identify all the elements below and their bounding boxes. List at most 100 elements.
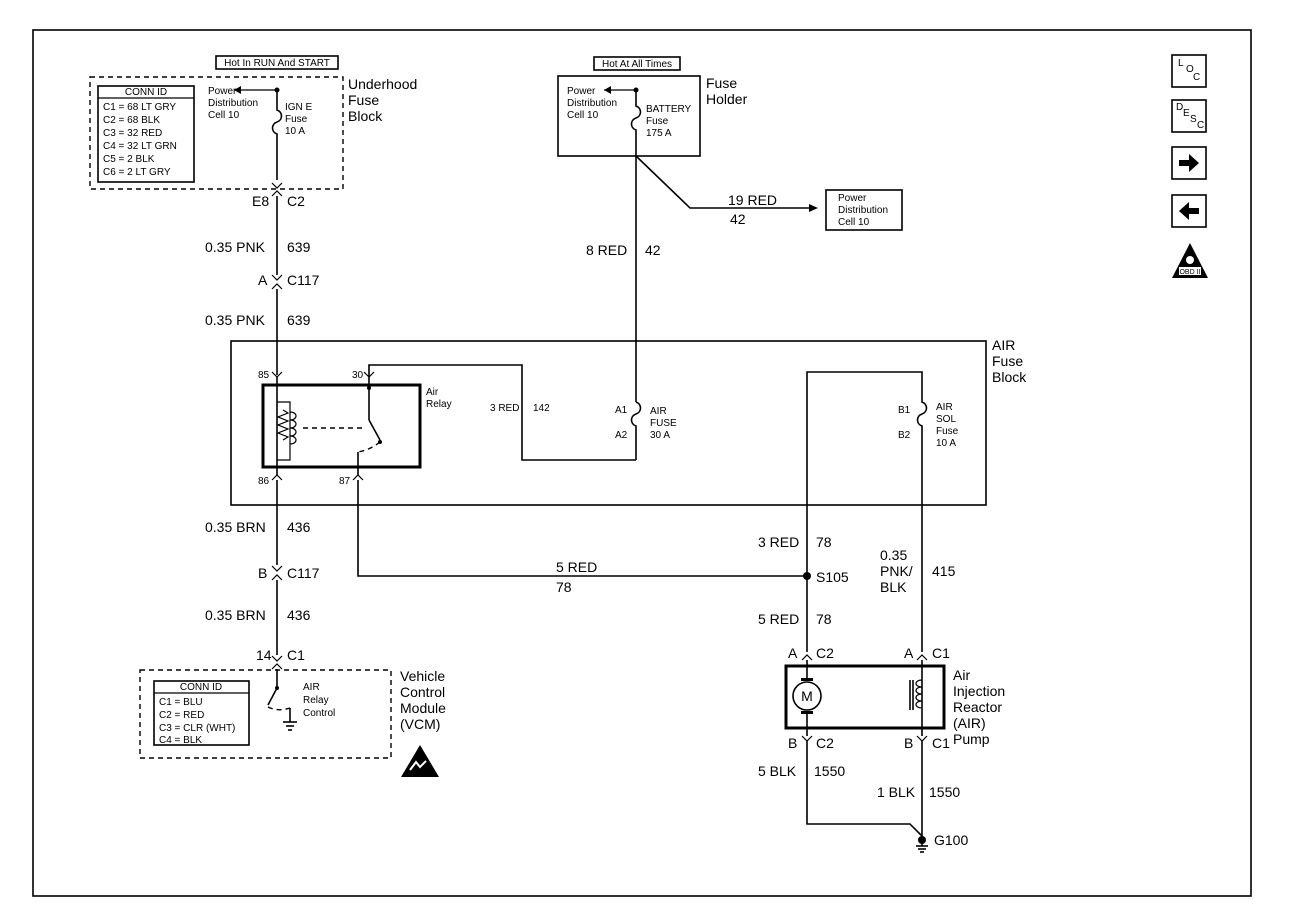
ign-fuse-label: Fuse	[285, 114, 308, 125]
fuse-holder: Hot At All Times Fuse Holder Power Distr…	[557, 56, 748, 157]
conn-id-row: C2 = RED	[159, 710, 204, 721]
wire-size-label: 3 RED	[490, 403, 519, 414]
connector-label: C2	[816, 645, 834, 661]
air-pump-label: (AIR)	[953, 715, 986, 731]
fuse-holder-label: Fuse	[706, 75, 737, 91]
air-fuse-label: FUSE	[650, 418, 677, 429]
conn-id-row: C5 = 2 BLK	[103, 154, 155, 165]
previous-page-button[interactable]	[1171, 194, 1207, 228]
air-injection-pump: A C2 A C1 M Air Injection Reactor (AIR) …	[784, 645, 1005, 751]
conn-id-row: C4 = BLK	[159, 735, 202, 746]
pin-label: B	[258, 565, 267, 581]
wire-size-label: 8 RED	[586, 242, 627, 258]
connector-label: C2	[816, 735, 834, 751]
wire-circuit-label: 639	[287, 312, 311, 328]
pd-cell-box	[825, 189, 903, 231]
wire-circuit-label: 42	[645, 242, 661, 258]
description-button[interactable]: D E S C	[1171, 99, 1207, 133]
air-fuse-block-label: AIR	[992, 337, 1015, 353]
pd-cell-label: Cell 10	[567, 110, 599, 121]
wire-size-label: BLK	[880, 579, 907, 595]
vcm-label: Module	[400, 700, 446, 716]
vehicle-control-module: Vehicle Control Module (VCM) CONN ID C1 …	[139, 668, 446, 777]
next-page-button[interactable]	[1171, 146, 1207, 180]
conn-id-row: C2 = 68 BLK	[103, 115, 160, 126]
air-sol-fuse-label: Fuse	[936, 426, 959, 437]
wire-circuit-label: 78	[816, 611, 832, 627]
wire-circuit-label: 78	[556, 579, 572, 595]
relay-pin-label: 30	[352, 370, 364, 381]
connector-label: C1	[932, 645, 950, 661]
connector-c117-b: B C117	[258, 565, 320, 581]
pd-cell-label: Distribution	[838, 205, 888, 216]
hot-run-start-label-box	[215, 55, 339, 70]
pd-cell-label: Cell 10	[208, 110, 240, 121]
underhood-dashed-outline	[89, 76, 344, 190]
air-pump-box	[784, 664, 946, 730]
hot-all-times-label: Hot At All Times	[602, 59, 672, 70]
pin-label: B2	[898, 430, 911, 441]
air-fuse-label: 30 A	[650, 430, 670, 441]
wire-circuit-label: 78	[816, 534, 832, 550]
underhood-label-1: Underhood	[348, 76, 417, 92]
vcm-dashed-outline	[139, 669, 392, 759]
loc-letter: C	[1193, 72, 1200, 83]
conn-id-row: C1 = 68 LT GRY	[103, 102, 176, 113]
wire-78-5-red	[357, 480, 807, 577]
arrow-right-icon	[1179, 154, 1199, 172]
pin-label: B1	[898, 405, 911, 416]
air-sol-fuse-label: 10 A	[936, 438, 956, 449]
wire-size-label: 5 BLK	[758, 763, 797, 779]
wire-size-label: 0.35 PNK	[205, 239, 266, 255]
air-fuse-block-label: Block	[992, 369, 1027, 385]
vcm-label: (VCM)	[400, 716, 440, 732]
underhood-fuse-block: Hot In RUN And START Underhood Fuse Bloc…	[89, 55, 417, 190]
wire-size-label: 5 RED	[556, 559, 597, 575]
location-button[interactable]: L O C	[1171, 54, 1207, 88]
fuse-holder-box	[557, 75, 701, 157]
wire-air-sol	[806, 371, 928, 652]
wire-size-label: 19 RED	[728, 192, 777, 208]
pin-label: 14	[256, 647, 272, 663]
air-sol-fuse-label: SOL	[936, 414, 956, 425]
wire-circuit-label: 42	[730, 211, 746, 227]
diagram-frame	[32, 29, 1252, 897]
wire-size-label: 0.35 BRN	[205, 519, 266, 535]
obd-ii-button[interactable]: OBD II	[1172, 243, 1208, 278]
air-sol-fuse-label: AIR	[936, 402, 953, 413]
wire-size-label: 0.35 BRN	[205, 607, 266, 623]
air-relay-control-label: Control	[303, 708, 335, 719]
wire-size-label: 0.35 PNK	[205, 312, 266, 328]
air-fuse-block-outline	[230, 340, 987, 506]
connector-label: C117	[287, 272, 320, 288]
pin-label: A	[904, 645, 914, 661]
connector-c117-a: A C117	[258, 272, 320, 290]
air-relay-control-label: Relay	[303, 695, 329, 706]
conn-id-row: C1 = BLU	[159, 697, 203, 708]
wire-size-label: 3 RED	[758, 534, 799, 550]
wire-142	[368, 364, 636, 461]
arrow-right-icon	[809, 204, 818, 212]
air-fuse-symbol	[630, 401, 642, 460]
wire-circuit-label: 1550	[814, 763, 845, 779]
air-relay: Air Relay 85 30 86 87	[258, 364, 636, 487]
ground-g100-icon	[916, 836, 928, 853]
conn-id-row: C6 = 2 LT GRY	[103, 167, 171, 178]
wire-circuit-label: 639	[287, 239, 311, 255]
air-relay-label: Relay	[426, 399, 452, 410]
desc-letter: C	[1197, 120, 1204, 131]
desc-letter: D	[1176, 102, 1183, 113]
switch-icon	[267, 687, 278, 706]
conn-id-title: CONN ID	[125, 87, 167, 98]
conn-id-table-vcm: CONN ID C1 = BLU C2 = RED C3 = CLR (WHT)…	[153, 680, 250, 746]
pd-cell-label: Power	[208, 86, 237, 97]
connector-label: C1	[287, 647, 305, 663]
fuse-holder-label: Holder	[706, 91, 748, 107]
resistor-icon	[276, 409, 290, 441]
pd-cell-label: Power	[567, 86, 596, 97]
air-pump-label: Pump	[953, 731, 990, 747]
air-pump-label: Air	[953, 667, 970, 683]
hot-run-start-label: Hot In RUN And START	[224, 58, 330, 69]
wire-size-label: 1 BLK	[877, 784, 916, 800]
wire-size-label: 0.35	[880, 547, 907, 563]
